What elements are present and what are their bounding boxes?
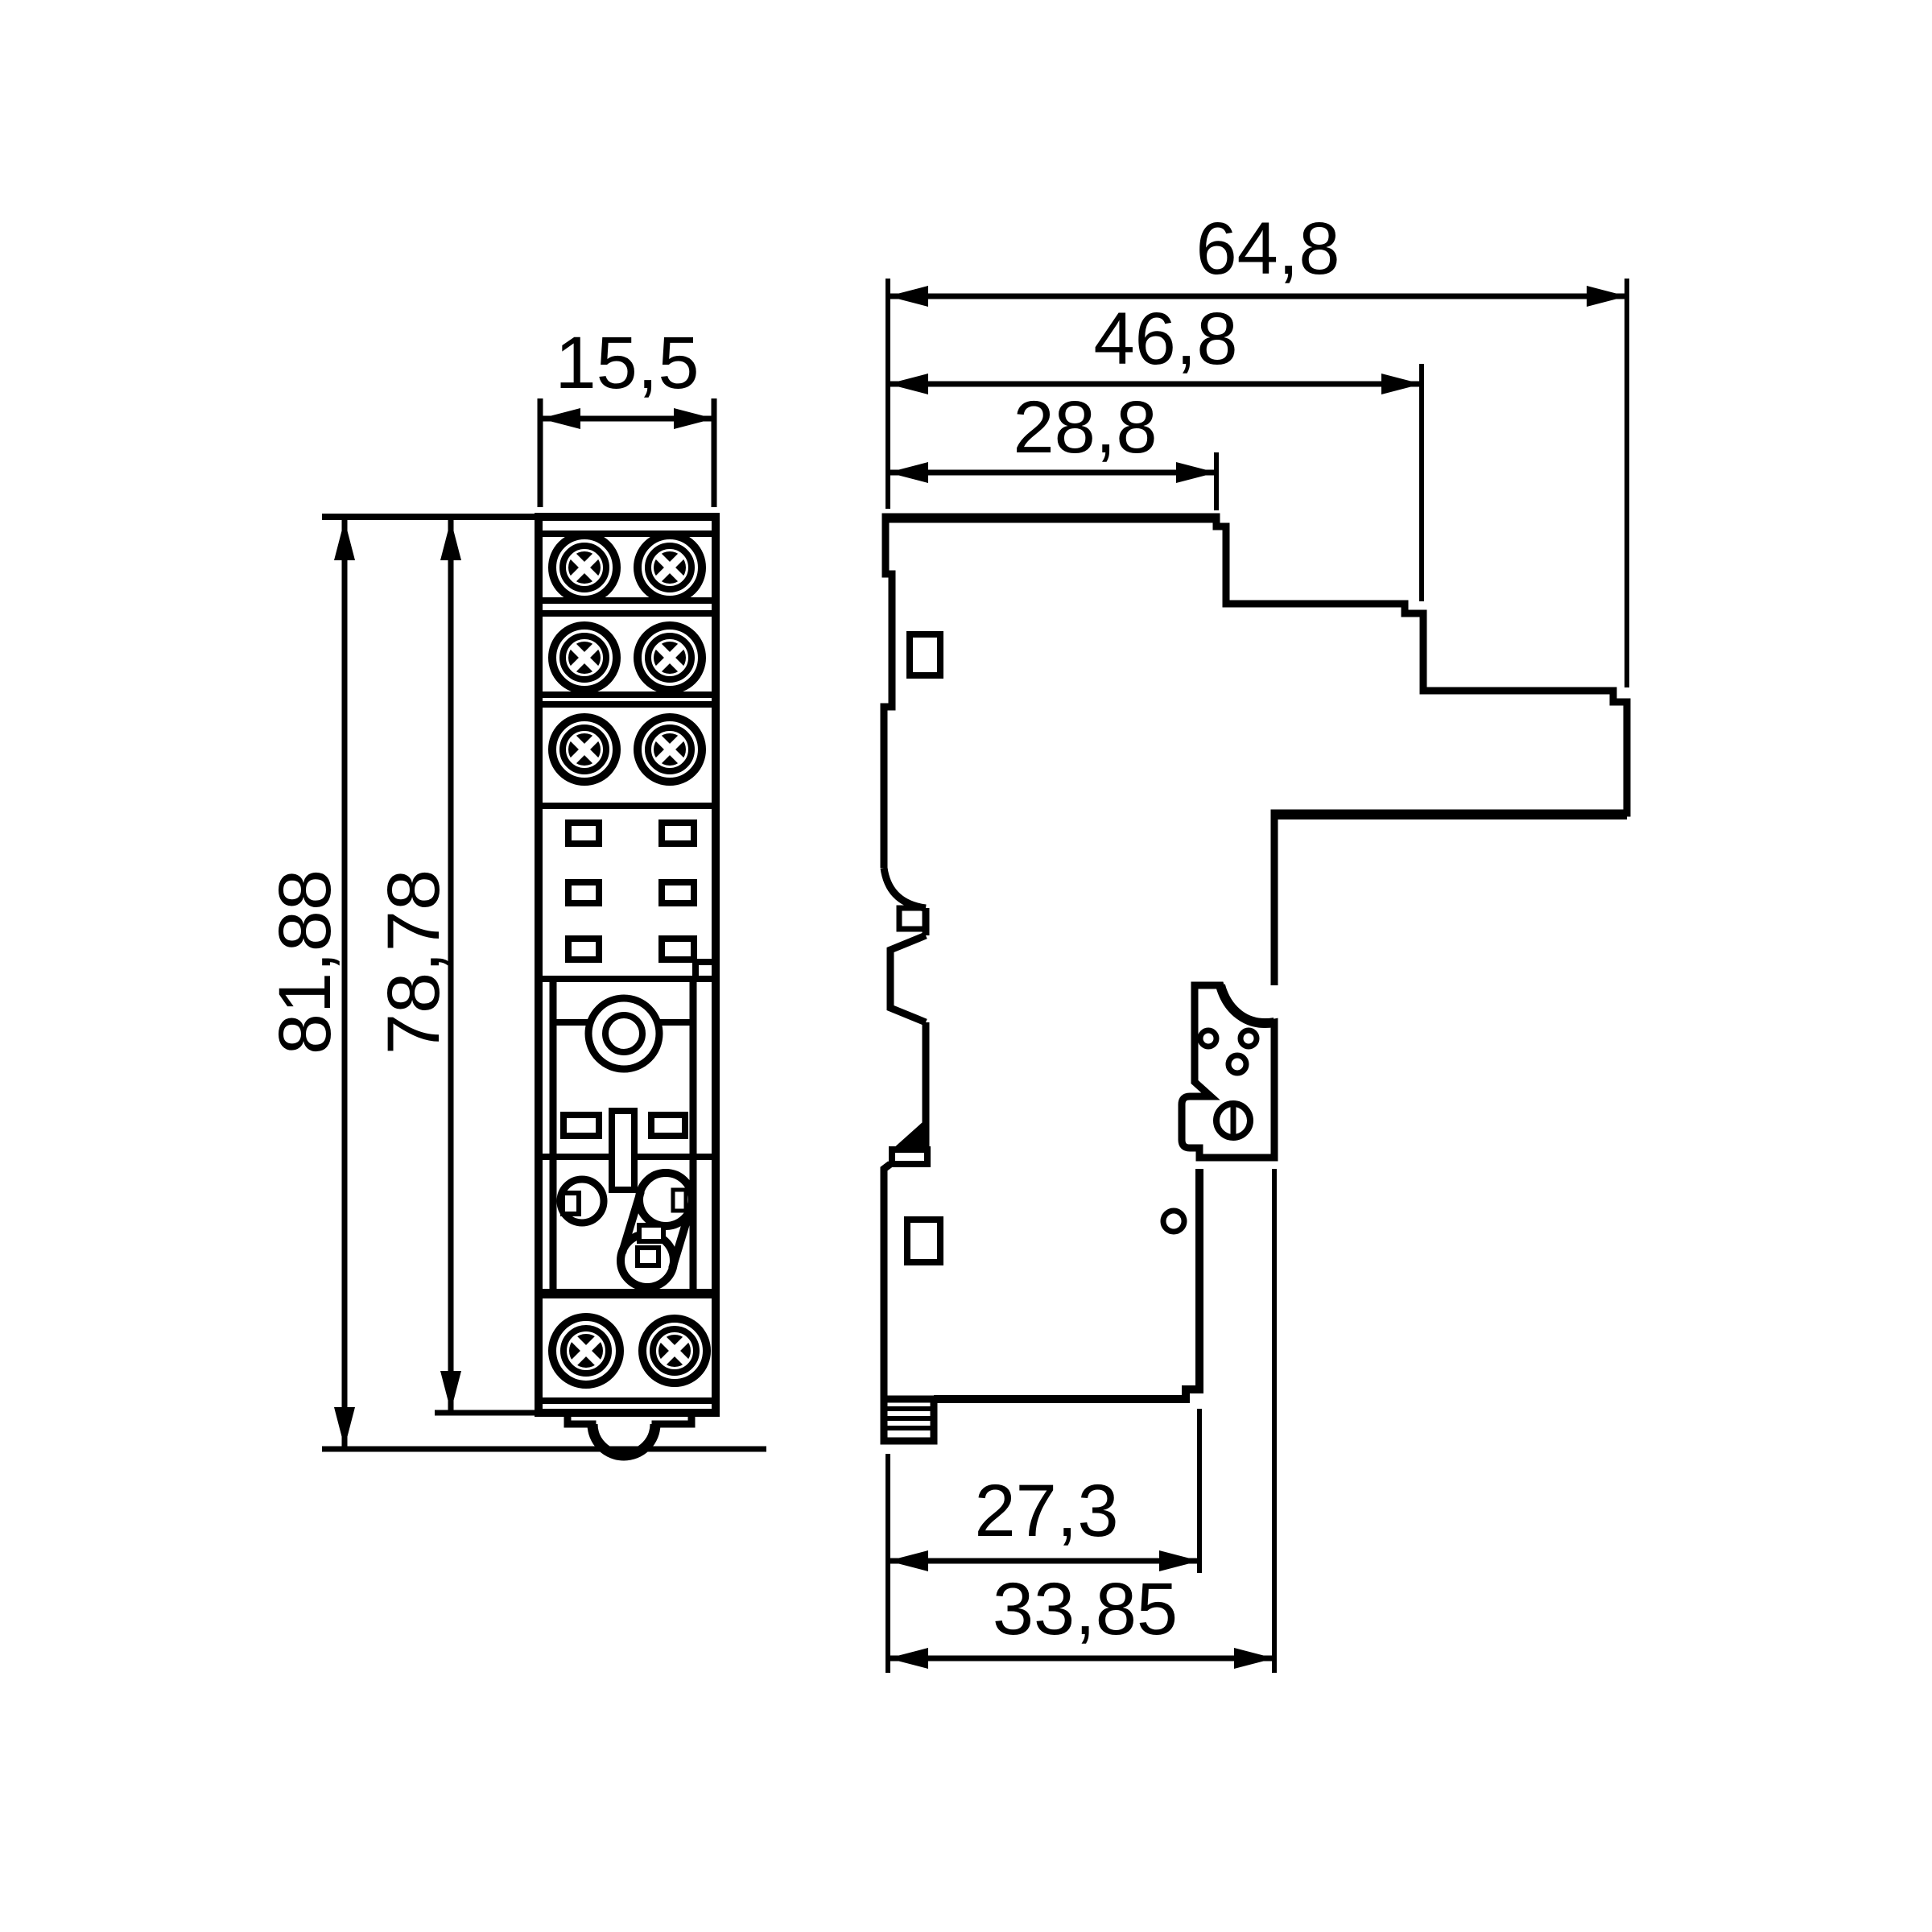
din-rail-bump bbox=[886, 931, 927, 1026]
latch-hole-icon bbox=[1237, 1027, 1260, 1050]
arrowhead-up-icon bbox=[334, 520, 355, 560]
arrowhead-right-icon bbox=[1381, 374, 1422, 394]
arrowhead-left-icon bbox=[888, 1648, 928, 1669]
screw-icon bbox=[548, 621, 621, 694]
screw-icon bbox=[634, 531, 706, 604]
side-view: 64,8 46,8 28,8 27,3 bbox=[880, 208, 1631, 1673]
arrowhead-left-icon bbox=[888, 1550, 928, 1571]
side-depth-bottom-total-dimension: 33,85 bbox=[888, 1169, 1277, 1673]
side-upper-profile bbox=[880, 513, 1631, 985]
mounting-hole-icon bbox=[584, 994, 663, 1073]
arrowhead-right-icon bbox=[1234, 1648, 1274, 1669]
screw-terminals bbox=[548, 531, 711, 1389]
arrowhead-left-icon bbox=[540, 408, 580, 429]
side-window-bottom bbox=[904, 1216, 943, 1265]
screw-icon bbox=[634, 713, 706, 786]
latch-hole-icon bbox=[1197, 1027, 1220, 1050]
din-latch-plate bbox=[1178, 981, 1278, 1162]
dim-label-side-depth-mid: 46,8 bbox=[1093, 298, 1237, 380]
clip-band bbox=[889, 1146, 931, 1167]
din-hook-notch bbox=[896, 905, 924, 932]
latch-notch-curve bbox=[1216, 984, 1276, 1028]
screw-icon bbox=[548, 531, 621, 604]
arrowhead-right-icon bbox=[1159, 1550, 1199, 1571]
arrowhead-right-icon bbox=[1587, 286, 1627, 307]
side-depth-top-dimension: 28,8 bbox=[888, 386, 1219, 510]
dim-label-front-height-total: 81,88 bbox=[264, 869, 346, 1055]
arrowhead-down-icon bbox=[334, 1407, 355, 1447]
side-depth-mid-dimension: 46,8 bbox=[888, 298, 1424, 601]
din-guide-curve bbox=[880, 867, 927, 912]
screw-icon bbox=[634, 621, 706, 694]
arrowhead-right-icon bbox=[674, 408, 714, 429]
center-slot bbox=[609, 1108, 638, 1193]
front-width-dimension: 15,5 bbox=[537, 322, 717, 507]
arrowhead-left-icon bbox=[888, 462, 928, 483]
screw-icon bbox=[548, 713, 621, 786]
side-lower-left-wall bbox=[880, 1161, 893, 1399]
din-clip-foot bbox=[880, 1395, 938, 1445]
front-height-body-dimension: 78,78 bbox=[373, 520, 535, 1416]
contact-windows bbox=[560, 819, 697, 1193]
dim-label-side-depth-bottom-body: 27,3 bbox=[974, 1470, 1118, 1552]
arrowhead-down-icon bbox=[440, 1371, 461, 1411]
arrowhead-right-icon bbox=[1176, 462, 1216, 483]
front-view: 15,5 81,88 78,78 bbox=[264, 322, 766, 1461]
side-hole-icon bbox=[1160, 1208, 1187, 1235]
screw-icon bbox=[638, 1315, 711, 1387]
arrowhead-up-icon bbox=[440, 520, 461, 560]
dim-label-front-height-body: 78,78 bbox=[373, 869, 455, 1055]
front-body-outline bbox=[535, 513, 720, 1461]
side-window-top bbox=[906, 631, 943, 679]
dim-label-side-depth-bottom-total: 33,85 bbox=[993, 1568, 1178, 1650]
dim-label-side-depth-total: 64,8 bbox=[1195, 208, 1340, 290]
arrowhead-left-icon bbox=[888, 286, 928, 307]
front-height-total-dimension: 81,88 bbox=[264, 514, 766, 1452]
dim-label-side-depth-top: 28,8 bbox=[1013, 386, 1157, 469]
side-bottom-edge bbox=[934, 1169, 1203, 1403]
bottom-tab bbox=[564, 1413, 696, 1461]
clip-spring-icon bbox=[892, 1122, 923, 1150]
arrowhead-left-icon bbox=[888, 374, 928, 394]
screw-icon bbox=[548, 1313, 624, 1389]
side-body-outline bbox=[880, 513, 1631, 1445]
dim-label-front-width: 15,5 bbox=[555, 322, 699, 404]
ejector-lever-icon bbox=[556, 1169, 696, 1291]
side-depth-total-dimension: 64,8 bbox=[886, 208, 1629, 687]
side-depth-bottom-body-dimension: 27,3 bbox=[886, 1409, 1202, 1673]
latch-hole-icon bbox=[1225, 1052, 1249, 1076]
